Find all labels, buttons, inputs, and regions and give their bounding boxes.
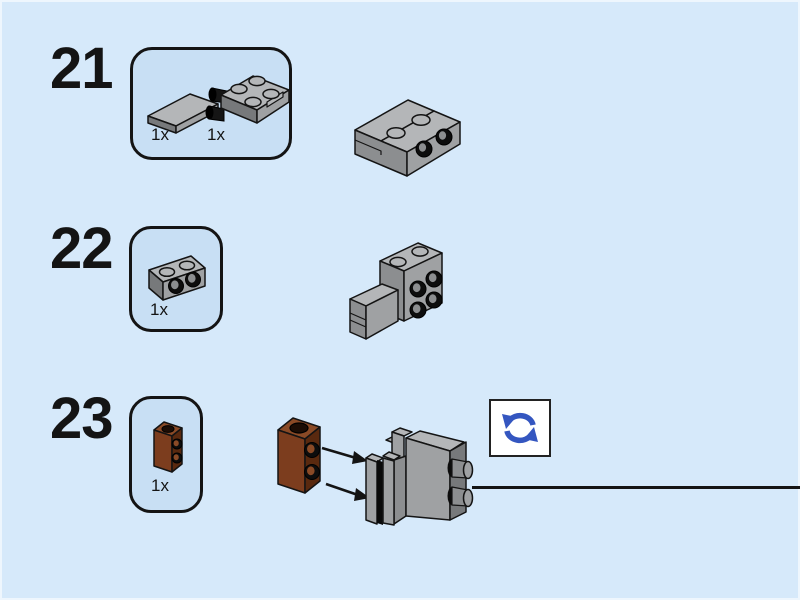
part-brick-1x2-side-studs-icon [148, 255, 206, 301]
part-count-label: 1x [207, 125, 225, 144]
step-21-number: 21 [50, 36, 114, 101]
assembly-figure-step-21 [354, 99, 461, 177]
step-23-parts-box: 1x [129, 396, 203, 513]
part-brick-1x1-side-studs-brown-icon [153, 421, 183, 473]
circular-arrows-icon [502, 412, 538, 444]
assembly-figure-step-23-rotated [365, 427, 474, 526]
step-22-parts-box: 1x [129, 226, 223, 332]
step-separator-line [472, 486, 800, 489]
brown-brick-figure [277, 417, 321, 494]
rotate-view-icon [489, 399, 551, 457]
part-count-label: 1x [151, 125, 169, 144]
part-plate-2x2-side-studs-icon [205, 75, 290, 124]
part-count-label: 1x [150, 300, 168, 319]
step-21-parts-box: 1x 1x [130, 47, 292, 160]
step-22-number: 22 [50, 216, 114, 281]
assembly-figure-step-22 [349, 242, 443, 340]
part-count-label: 1x [151, 476, 169, 495]
step-23-number: 23 [50, 386, 114, 451]
